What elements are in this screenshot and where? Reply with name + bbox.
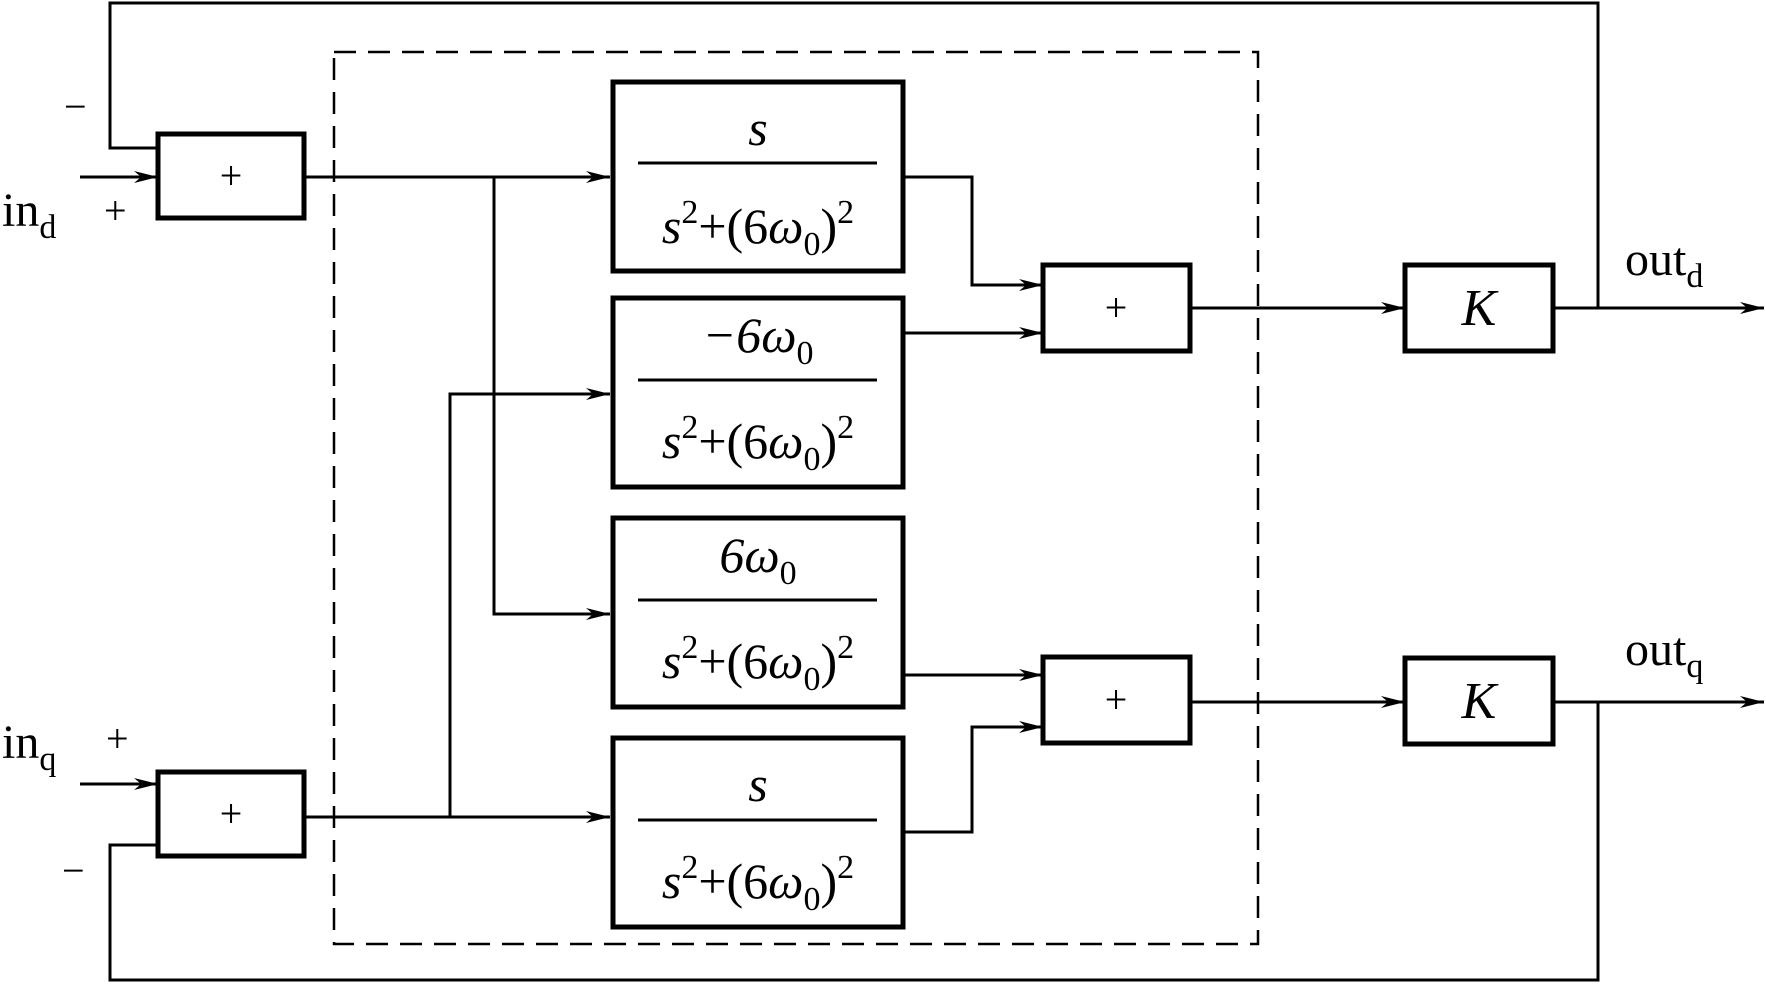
summer-sign: + <box>220 791 243 836</box>
line-tf4-to-summer-q <box>903 721 1043 834</box>
feedback-line-q <box>108 702 1600 982</box>
summer-sign: + <box>1105 677 1128 722</box>
gain-block-d: K <box>1402 262 1556 354</box>
tf-block-3: 6ω0 s2+(6ω0)2 <box>610 515 906 710</box>
gain-label: K <box>1461 280 1499 337</box>
output-label-q: outq <box>1625 623 1703 685</box>
tf-block-4: s s2+(6ω0)2 <box>610 735 906 930</box>
feedback-line-d <box>108 1 1600 308</box>
summer-sign: + <box>1105 285 1128 330</box>
input-label-d: ind <box>2 184 56 246</box>
summer-input-q: + <box>155 769 307 859</box>
sign-input-d: + <box>104 188 127 233</box>
line-branch-d-to-tf3 <box>492 177 610 620</box>
summer-mid-d: + <box>1040 262 1193 354</box>
tf-denominator: s2+(6ω0)2 <box>662 849 854 918</box>
sign-feedback-q: − <box>62 848 85 893</box>
tf-denominator: s2+(6ω0)2 <box>662 409 854 478</box>
tf-block-1: s s2+(6ω0)2 <box>610 79 906 274</box>
summer-input-d: + <box>155 131 307 221</box>
output-label-d: outd <box>1625 233 1703 295</box>
gain-label: K <box>1461 673 1499 730</box>
tf-numerator: s <box>748 756 767 812</box>
summer-sign: + <box>220 153 243 198</box>
tf-denominator: s2+(6ω0)2 <box>662 629 854 698</box>
line-branch-q-to-tf2 <box>448 388 610 817</box>
tf-numerator: 6ω0 <box>719 527 796 592</box>
gain-block-q: K <box>1402 655 1556 747</box>
dashed-enclosure <box>332 50 1260 946</box>
tf-block-2: −6ω0 s2+(6ω0)2 <box>610 295 906 490</box>
line-tf1-to-summer-d <box>903 175 1043 291</box>
tf-numerator: s <box>748 100 767 156</box>
summer-mid-q: + <box>1040 654 1193 746</box>
tf-denominator: s2+(6ω0)2 <box>662 194 854 263</box>
sign-feedback-d: − <box>64 84 87 129</box>
sign-input-q: + <box>106 716 129 761</box>
tf-numerator: −6ω0 <box>702 307 813 372</box>
input-label-q: inq <box>2 716 56 778</box>
